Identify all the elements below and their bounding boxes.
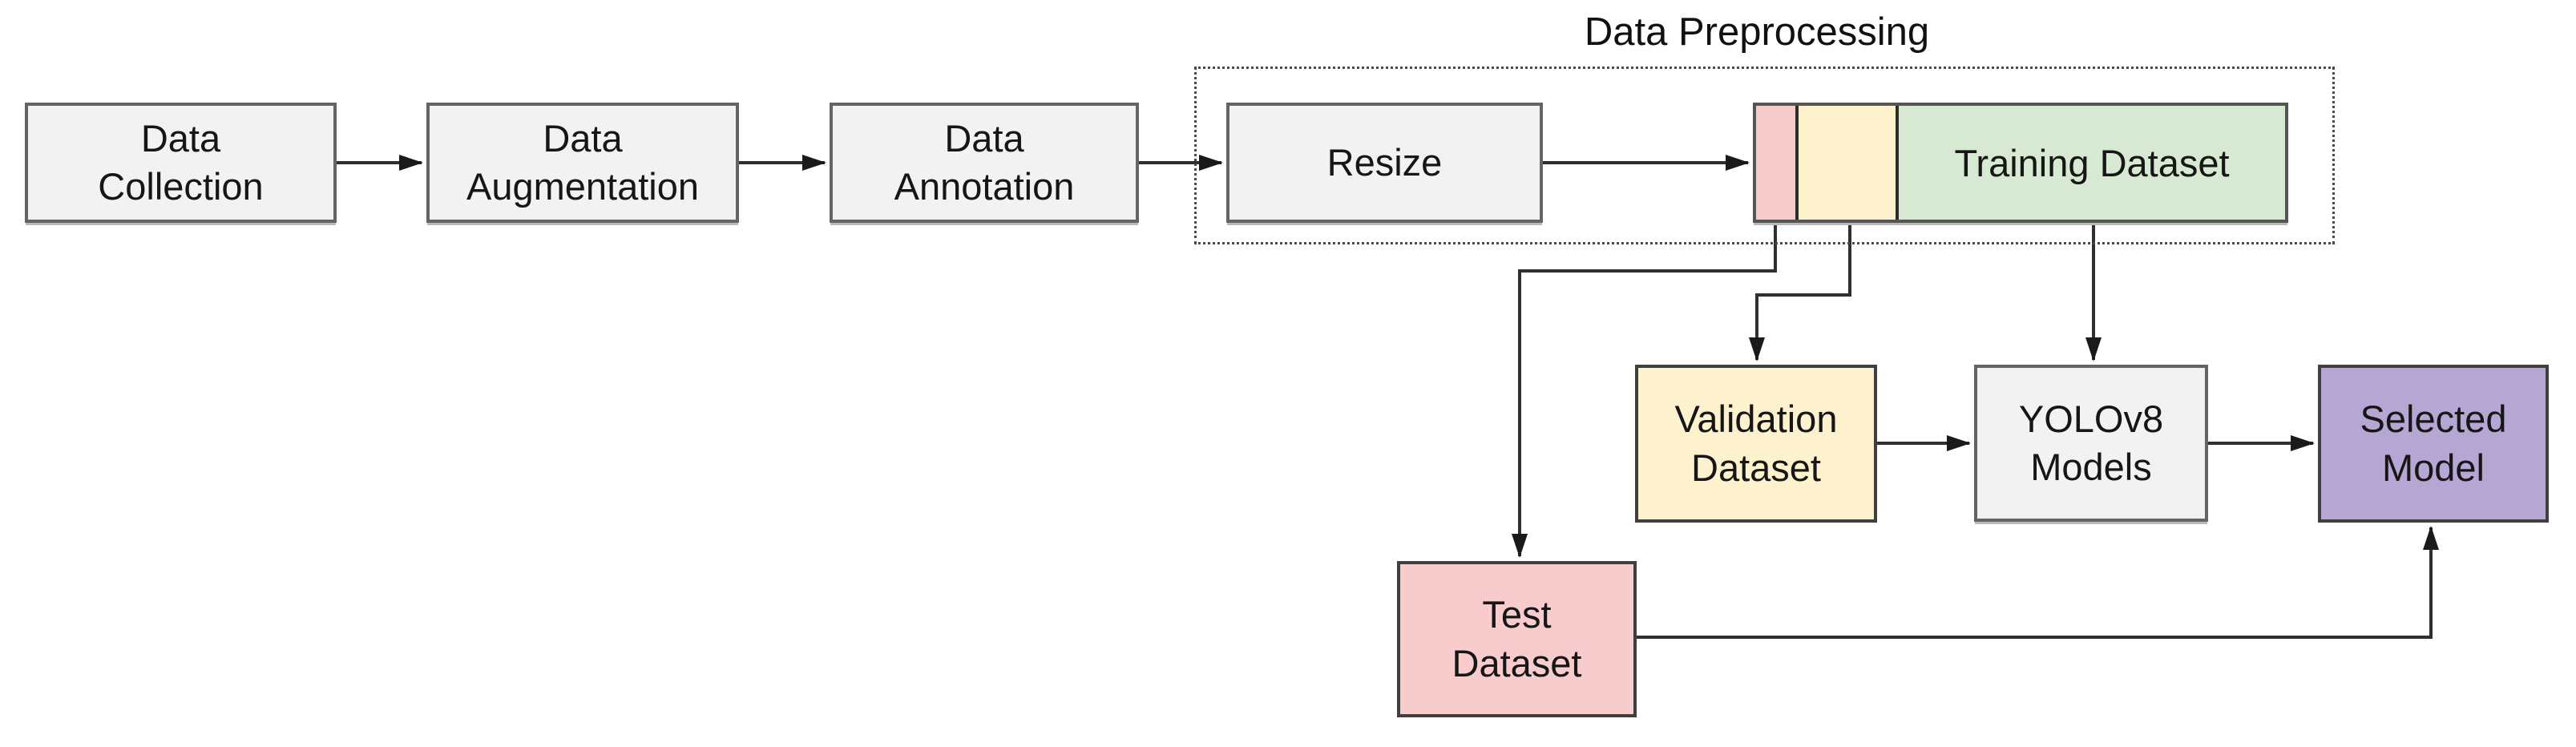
node-data-collection-label: Data Collection: [98, 116, 264, 208]
node-selected-model-label: Selected Model: [2360, 398, 2507, 489]
node-validation-dataset-label: Validation Dataset: [1674, 398, 1838, 489]
dataset-split-bar: Training Dataset: [1753, 103, 2288, 223]
node-resize: Resize: [1226, 103, 1543, 223]
connector-test-to-selected: [1637, 526, 2439, 639]
node-data-annotation: Data Annotation: [830, 103, 1139, 223]
node-yolov8-models: YOLOv8 Models: [1974, 365, 2208, 522]
node-test-dataset: Test Dataset: [1397, 561, 1637, 717]
split-segment-test: [1756, 106, 1799, 220]
node-test-dataset-label: Test Dataset: [1452, 593, 1582, 684]
node-data-annotation-label: Data Annotation: [894, 116, 1075, 208]
node-yolov8-models-label: YOLOv8 Models: [2018, 397, 2164, 488]
node-training-dataset-label: Training Dataset: [1954, 141, 2230, 184]
preprocessing-group: [1194, 67, 2335, 244]
node-data-augmentation-label: Data Augmentation: [466, 116, 700, 208]
node-data-augmentation: Data Augmentation: [426, 103, 739, 223]
split-segment-training: Training Dataset: [1899, 106, 2285, 220]
node-selected-model: Selected Model: [2318, 365, 2549, 523]
node-resize-label: Resize: [1326, 140, 1443, 184]
node-data-collection: Data Collection: [25, 103, 337, 223]
split-segment-validation: [1799, 106, 1899, 220]
preprocessing-group-title: Data Preprocessing: [1584, 10, 1930, 54]
node-validation-dataset: Validation Dataset: [1635, 365, 1877, 523]
